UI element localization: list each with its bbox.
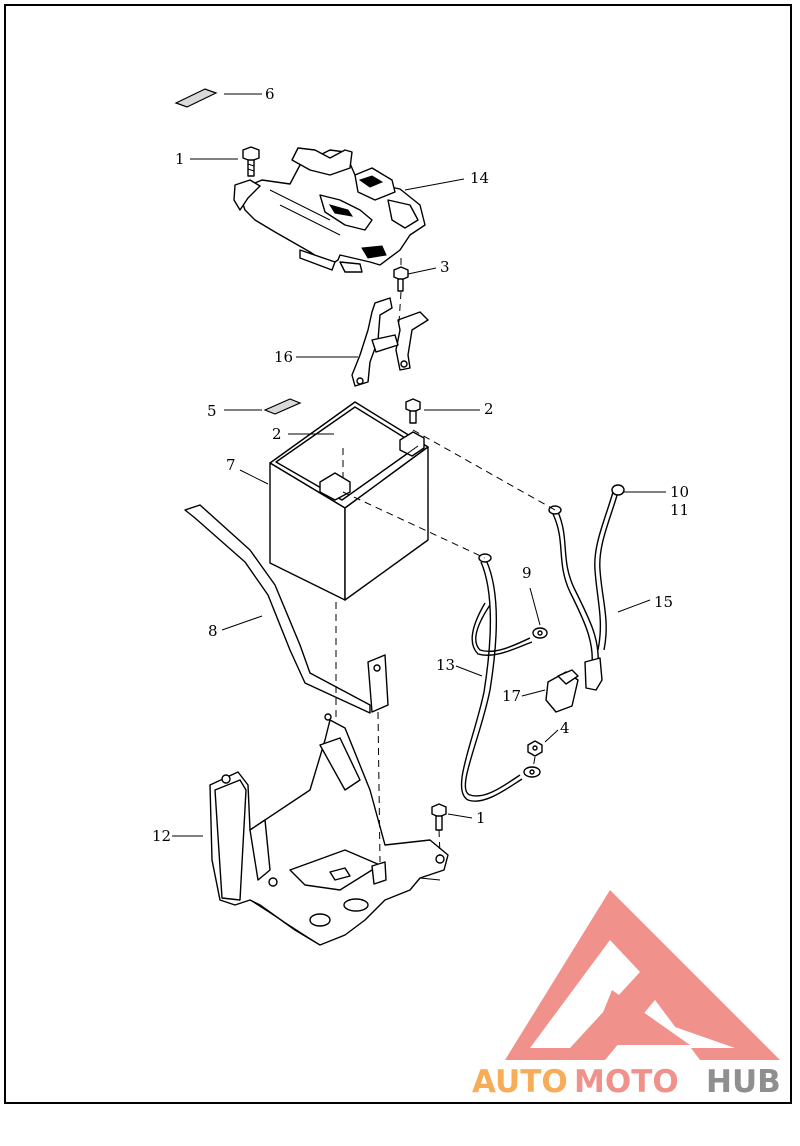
callout-13: 13 <box>436 656 455 674</box>
callout-9: 9 <box>522 564 532 582</box>
part-12-battery-tray <box>209 713 449 946</box>
part-16-bracket <box>351 297 429 387</box>
callout-4: 4 <box>560 719 570 737</box>
callout-1-lower: 1 <box>476 809 486 827</box>
logo-text-hub: HUB <box>706 1064 781 1100</box>
part-17-terminal-boot <box>545 669 579 713</box>
part-15-cable <box>548 484 625 691</box>
logo-text-moto: MOTO <box>574 1064 679 1100</box>
leader-lines <box>172 93 666 837</box>
callout-15: 15 <box>654 593 673 611</box>
callout-16: 16 <box>274 348 293 366</box>
callout-1-top: 1 <box>175 150 185 168</box>
part-1-screw-top <box>242 146 260 177</box>
part-7-battery <box>269 401 429 601</box>
callout-17: 17 <box>502 687 521 705</box>
callout-5: 5 <box>207 402 217 420</box>
logo-text-auto: AUTO <box>472 1064 568 1100</box>
callout-14: 14 <box>470 169 489 187</box>
callout-2-left: 2 <box>272 425 282 443</box>
callout-11: 11 <box>670 501 689 519</box>
callout-7: 7 <box>226 456 236 474</box>
callout-12: 12 <box>152 827 171 845</box>
part-13-cable <box>460 553 548 802</box>
callout-labels: 6 1 14 3 16 5 2 2 7 10 11 9 15 8 13 17 4… <box>152 85 689 845</box>
callout-6: 6 <box>265 85 275 103</box>
part-8-strap <box>184 504 389 714</box>
part-2-screw-right <box>405 398 421 424</box>
callout-10: 10 <box>670 483 689 501</box>
assembly-lines <box>335 258 556 863</box>
part-14-electrical-tray <box>233 147 426 273</box>
part-4-nut <box>527 740 543 757</box>
part-3-screw <box>393 266 409 292</box>
part-1-screw-lower <box>431 803 447 831</box>
automotohub-watermark: AUTO MOTO HUB <box>472 890 781 1100</box>
callout-8: 8 <box>208 622 218 640</box>
automotohub-logo-mark <box>505 890 780 1060</box>
part-5-label <box>263 398 302 415</box>
callout-2-right: 2 <box>484 400 494 418</box>
part-6-label <box>174 88 218 108</box>
callout-3: 3 <box>440 258 450 276</box>
